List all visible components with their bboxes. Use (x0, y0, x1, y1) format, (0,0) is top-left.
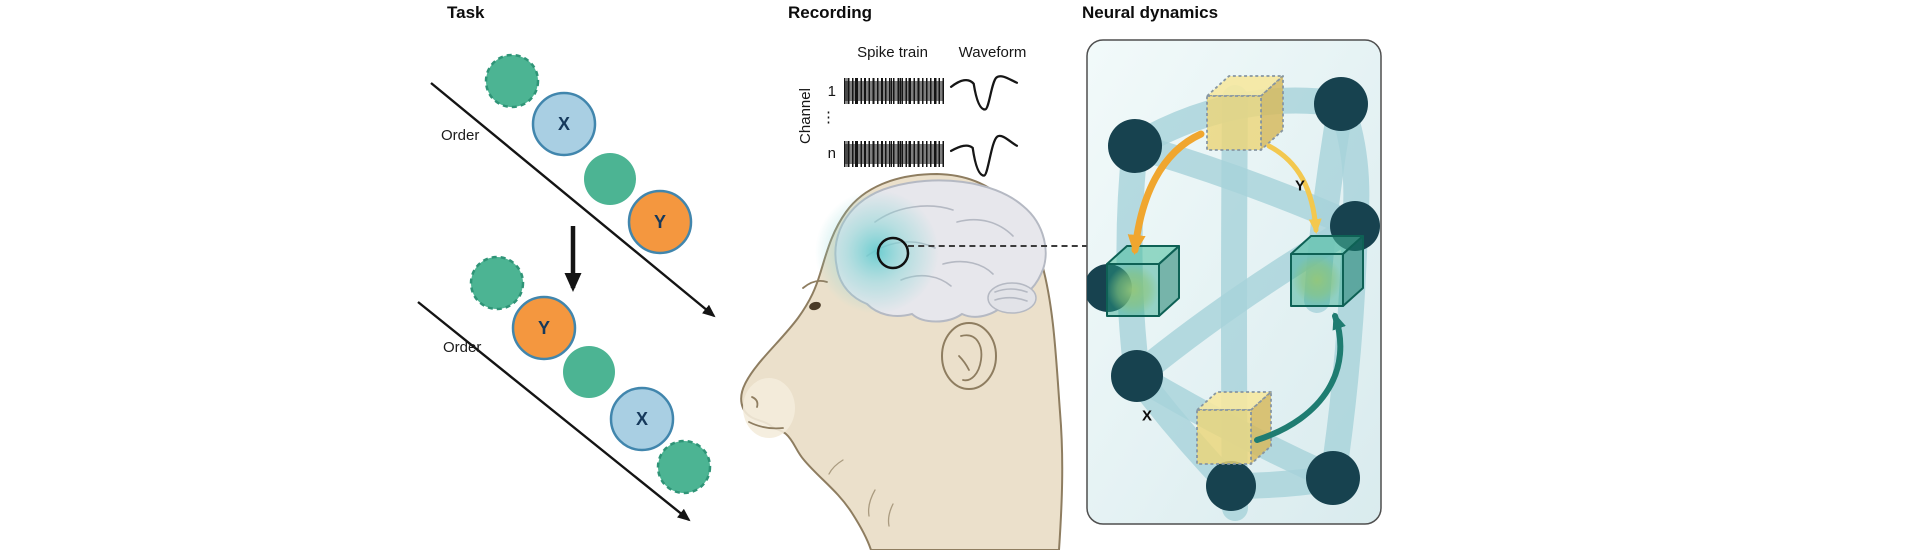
sequence2-item-x-circle (609, 386, 675, 452)
network-node (1314, 77, 1368, 131)
transform-arrow-yellow (1266, 143, 1322, 234)
recording-site-circle (876, 236, 910, 270)
network-node (1206, 461, 1256, 511)
ear-outer (941, 322, 997, 390)
channel-row-n-label: n (827, 145, 836, 162)
neural-item-y-label: Y (1295, 178, 1305, 195)
transform-arrow-teal (1254, 312, 1346, 443)
recording-site-connector-dashed-line (908, 245, 1088, 247)
waveform-header: Waveform (958, 44, 1027, 61)
sequence1-item-y-label: Y (654, 212, 666, 232)
sequence2-placeholder-circle-start (469, 255, 525, 311)
channel-axis-label: Channel (797, 88, 814, 144)
monkey-eye (809, 301, 821, 311)
transform-arrow-orange (1127, 130, 1205, 255)
sequence2-item-y-circle (511, 295, 577, 361)
sequence2-placeholder-circle-end (656, 439, 712, 495)
fur-stroke (828, 459, 844, 475)
sequence2-filler-circle (563, 346, 615, 398)
cerebellum-line (994, 288, 1028, 293)
brain-sulcus (956, 218, 1014, 237)
network-node (1111, 350, 1163, 402)
cerebellum-line (994, 296, 1028, 302)
fur-stroke (887, 503, 894, 527)
waveform-channel-n (949, 134, 1019, 177)
ear-inner (960, 334, 983, 382)
network-node (1306, 451, 1360, 505)
task-panel-title: Task (447, 3, 485, 22)
sequence1-order-label: Order (441, 127, 479, 144)
cube-yellow-bottom-frontface (1196, 409, 1252, 465)
sequence2-item-y-label: Y (538, 318, 550, 338)
cube-green-left-frontface (1106, 263, 1160, 317)
network-node (1108, 119, 1162, 173)
spike-train-channel-1 (844, 78, 944, 104)
sequence2-order-arrow (417, 301, 691, 522)
monkey-mouth-line (748, 421, 784, 430)
cube-green-right (1290, 235, 1364, 307)
recording-panel-title: Recording (788, 3, 873, 22)
brain-illustration (815, 179, 1047, 323)
sequence1-filler-circle (584, 153, 636, 205)
cube-green-right-frontface (1290, 253, 1344, 307)
waveform-channel-n-trace (949, 134, 1019, 177)
sequence1-order-arrow (430, 82, 716, 318)
cube-yellow-top-frontface (1206, 95, 1262, 151)
waveform-channel-1 (949, 75, 1019, 111)
fur-stroke (867, 489, 876, 517)
monkey-nostril (751, 396, 759, 408)
cube-green-left-glow (1107, 264, 1159, 316)
ear-fold (958, 355, 970, 371)
cube-green-left (1106, 245, 1180, 317)
neural-dynamics-diagram: Y X (1086, 39, 1382, 525)
neural-dynamics-panel-title: Neural dynamics (1082, 3, 1219, 22)
cube-green-right-glow (1292, 255, 1342, 305)
channel-ellipsis: ⋮ (821, 109, 836, 126)
brain-sulcus (942, 260, 994, 275)
sequence1-item-y-circle (627, 189, 693, 255)
spike-train-channel-n (844, 141, 944, 167)
channel-row-1-label: 1 (827, 83, 836, 100)
monkey-ear (941, 322, 997, 390)
monkey-head-illustration (740, 173, 1064, 550)
neural-network-scene: Y X (1087, 75, 1380, 521)
waveform-channel-1-trace (949, 75, 1019, 111)
monkey-muzzle (743, 378, 795, 438)
sequence1-item-x-label: X (558, 114, 570, 134)
cube-yellow-bottom (1196, 391, 1272, 465)
spike-train-header: Spike train (857, 44, 928, 61)
sequence2-item-x-label: X (636, 409, 648, 429)
sequence1-placeholder-circle (484, 53, 540, 109)
sequence1-item-x-circle (531, 91, 597, 157)
cube-yellow-top (1206, 75, 1284, 151)
sequence2-order-label: Order (443, 339, 481, 356)
task-diagram: Order X Y Order Y X (417, 53, 716, 522)
neural-item-x-label: X (1142, 408, 1152, 425)
